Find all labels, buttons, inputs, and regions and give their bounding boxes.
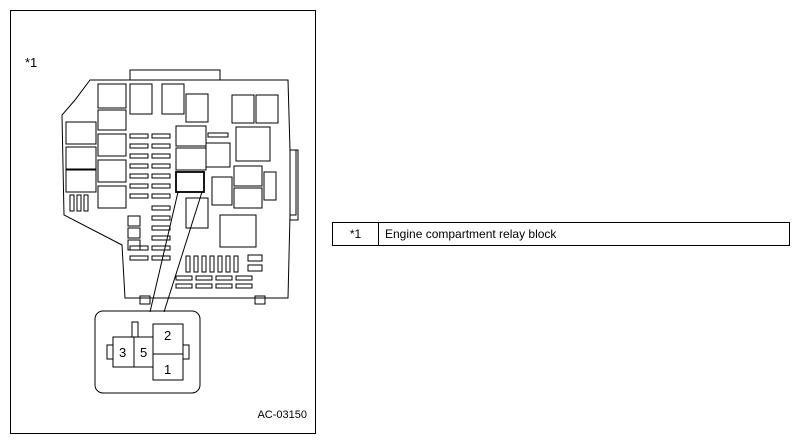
relay-box: [231, 94, 255, 124]
relay-box: [235, 126, 271, 162]
block-top-tab: [129, 69, 221, 81]
side-slot: [289, 149, 299, 221]
relay-box: [97, 83, 127, 109]
leader-line: [149, 191, 179, 313]
legend-description: Engine compartment relay block: [378, 222, 790, 246]
legend-table: *1 Engine compartment relay block: [332, 222, 790, 246]
pin-label: 5: [140, 345, 147, 360]
pin-label: 2: [164, 328, 171, 343]
figure-panel: *1 AC-03150: [10, 10, 316, 434]
relay-box: [97, 109, 127, 131]
pin-label: 1: [164, 362, 171, 377]
relay-box: [185, 93, 209, 123]
connector-callout: [94, 310, 201, 394]
legend-key: *1: [332, 222, 379, 246]
relay-box: [129, 83, 153, 115]
fuse-stack: [129, 132, 229, 261]
callout-label: *1: [25, 55, 38, 70]
relay-block-diagram: 3 5 2 1: [61, 69, 299, 394]
pin-label: 3: [119, 345, 126, 360]
figure-code: AC-03150: [257, 409, 307, 421]
legend-row: *1 Engine compartment relay block: [332, 222, 790, 246]
leader-line: [163, 191, 203, 313]
highlighted-relay: [175, 171, 205, 193]
relay-box: [161, 83, 185, 115]
relay-box: [255, 94, 279, 124]
